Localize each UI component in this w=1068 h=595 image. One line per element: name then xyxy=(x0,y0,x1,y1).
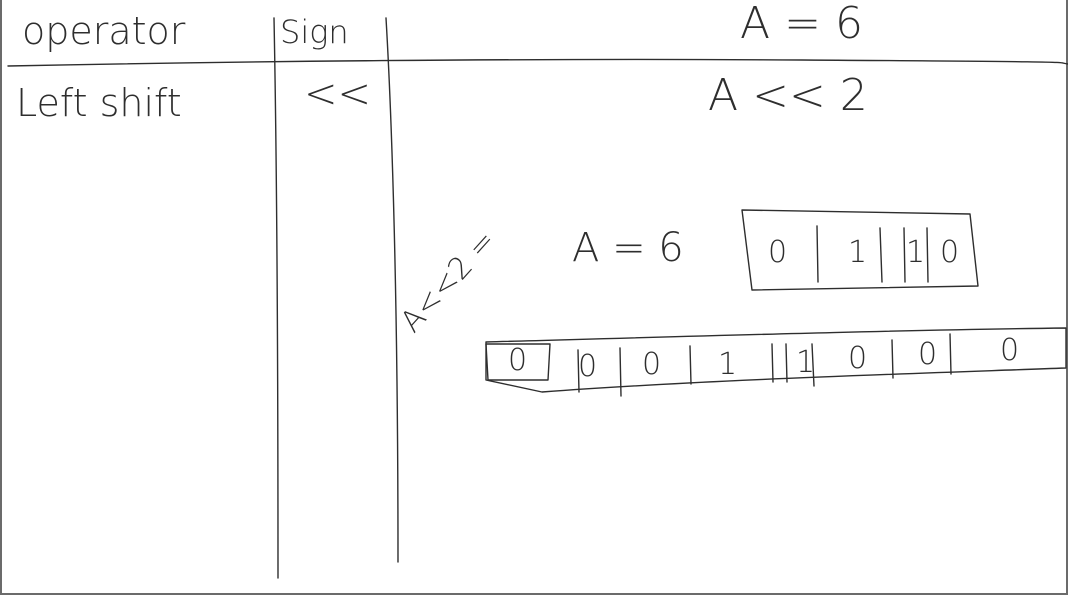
sign-left-shift: << xyxy=(304,71,372,117)
example-column-header: A = 6 xyxy=(740,0,863,49)
a-bit-divider-1 xyxy=(816,225,819,283)
result-bit-3: 1 xyxy=(718,347,738,382)
result-bit-0: 0 xyxy=(508,343,528,378)
result-divider-5 xyxy=(785,343,788,383)
result-divider-6 xyxy=(811,343,815,387)
a-bit-3: 0 xyxy=(940,235,960,270)
a-bit-divider-4 xyxy=(926,227,929,283)
sign-column-header: Sign xyxy=(280,13,349,51)
a-bit-1: 1 xyxy=(848,235,868,270)
result-bit-4: 1 xyxy=(796,345,816,380)
result-bit-6: 0 xyxy=(918,337,938,372)
a-bit-divider-3 xyxy=(903,227,906,283)
a-value-label: A = 6 xyxy=(572,225,684,271)
result-first-cell xyxy=(485,343,551,381)
sign-example-column-line xyxy=(385,17,399,563)
result-bit-7: 0 xyxy=(1000,333,1020,368)
operator-sign-column-line xyxy=(273,17,279,579)
result-divider-4 xyxy=(771,343,774,383)
result-divider-7 xyxy=(891,339,894,379)
example-expression: A << 2 xyxy=(708,70,868,121)
a-bit-0: 0 xyxy=(768,235,788,270)
result-divider-1 xyxy=(577,349,580,393)
operator-column-header: operator xyxy=(22,9,186,53)
a-register-box xyxy=(741,209,979,291)
result-divider-2 xyxy=(619,347,622,397)
a-bit-2: 1 xyxy=(906,235,926,270)
operator-name-left-shift: Left shift xyxy=(16,81,182,125)
a-bit-divider-2 xyxy=(879,227,883,283)
result-bit-1: 0 xyxy=(578,349,598,384)
header-divider-line xyxy=(7,58,1068,67)
result-register-box xyxy=(485,327,1067,393)
result-bit-5: 0 xyxy=(848,341,868,376)
result-divider-3 xyxy=(689,345,692,385)
result-divider-8 xyxy=(949,333,952,375)
result-bit-2: 0 xyxy=(642,347,662,382)
